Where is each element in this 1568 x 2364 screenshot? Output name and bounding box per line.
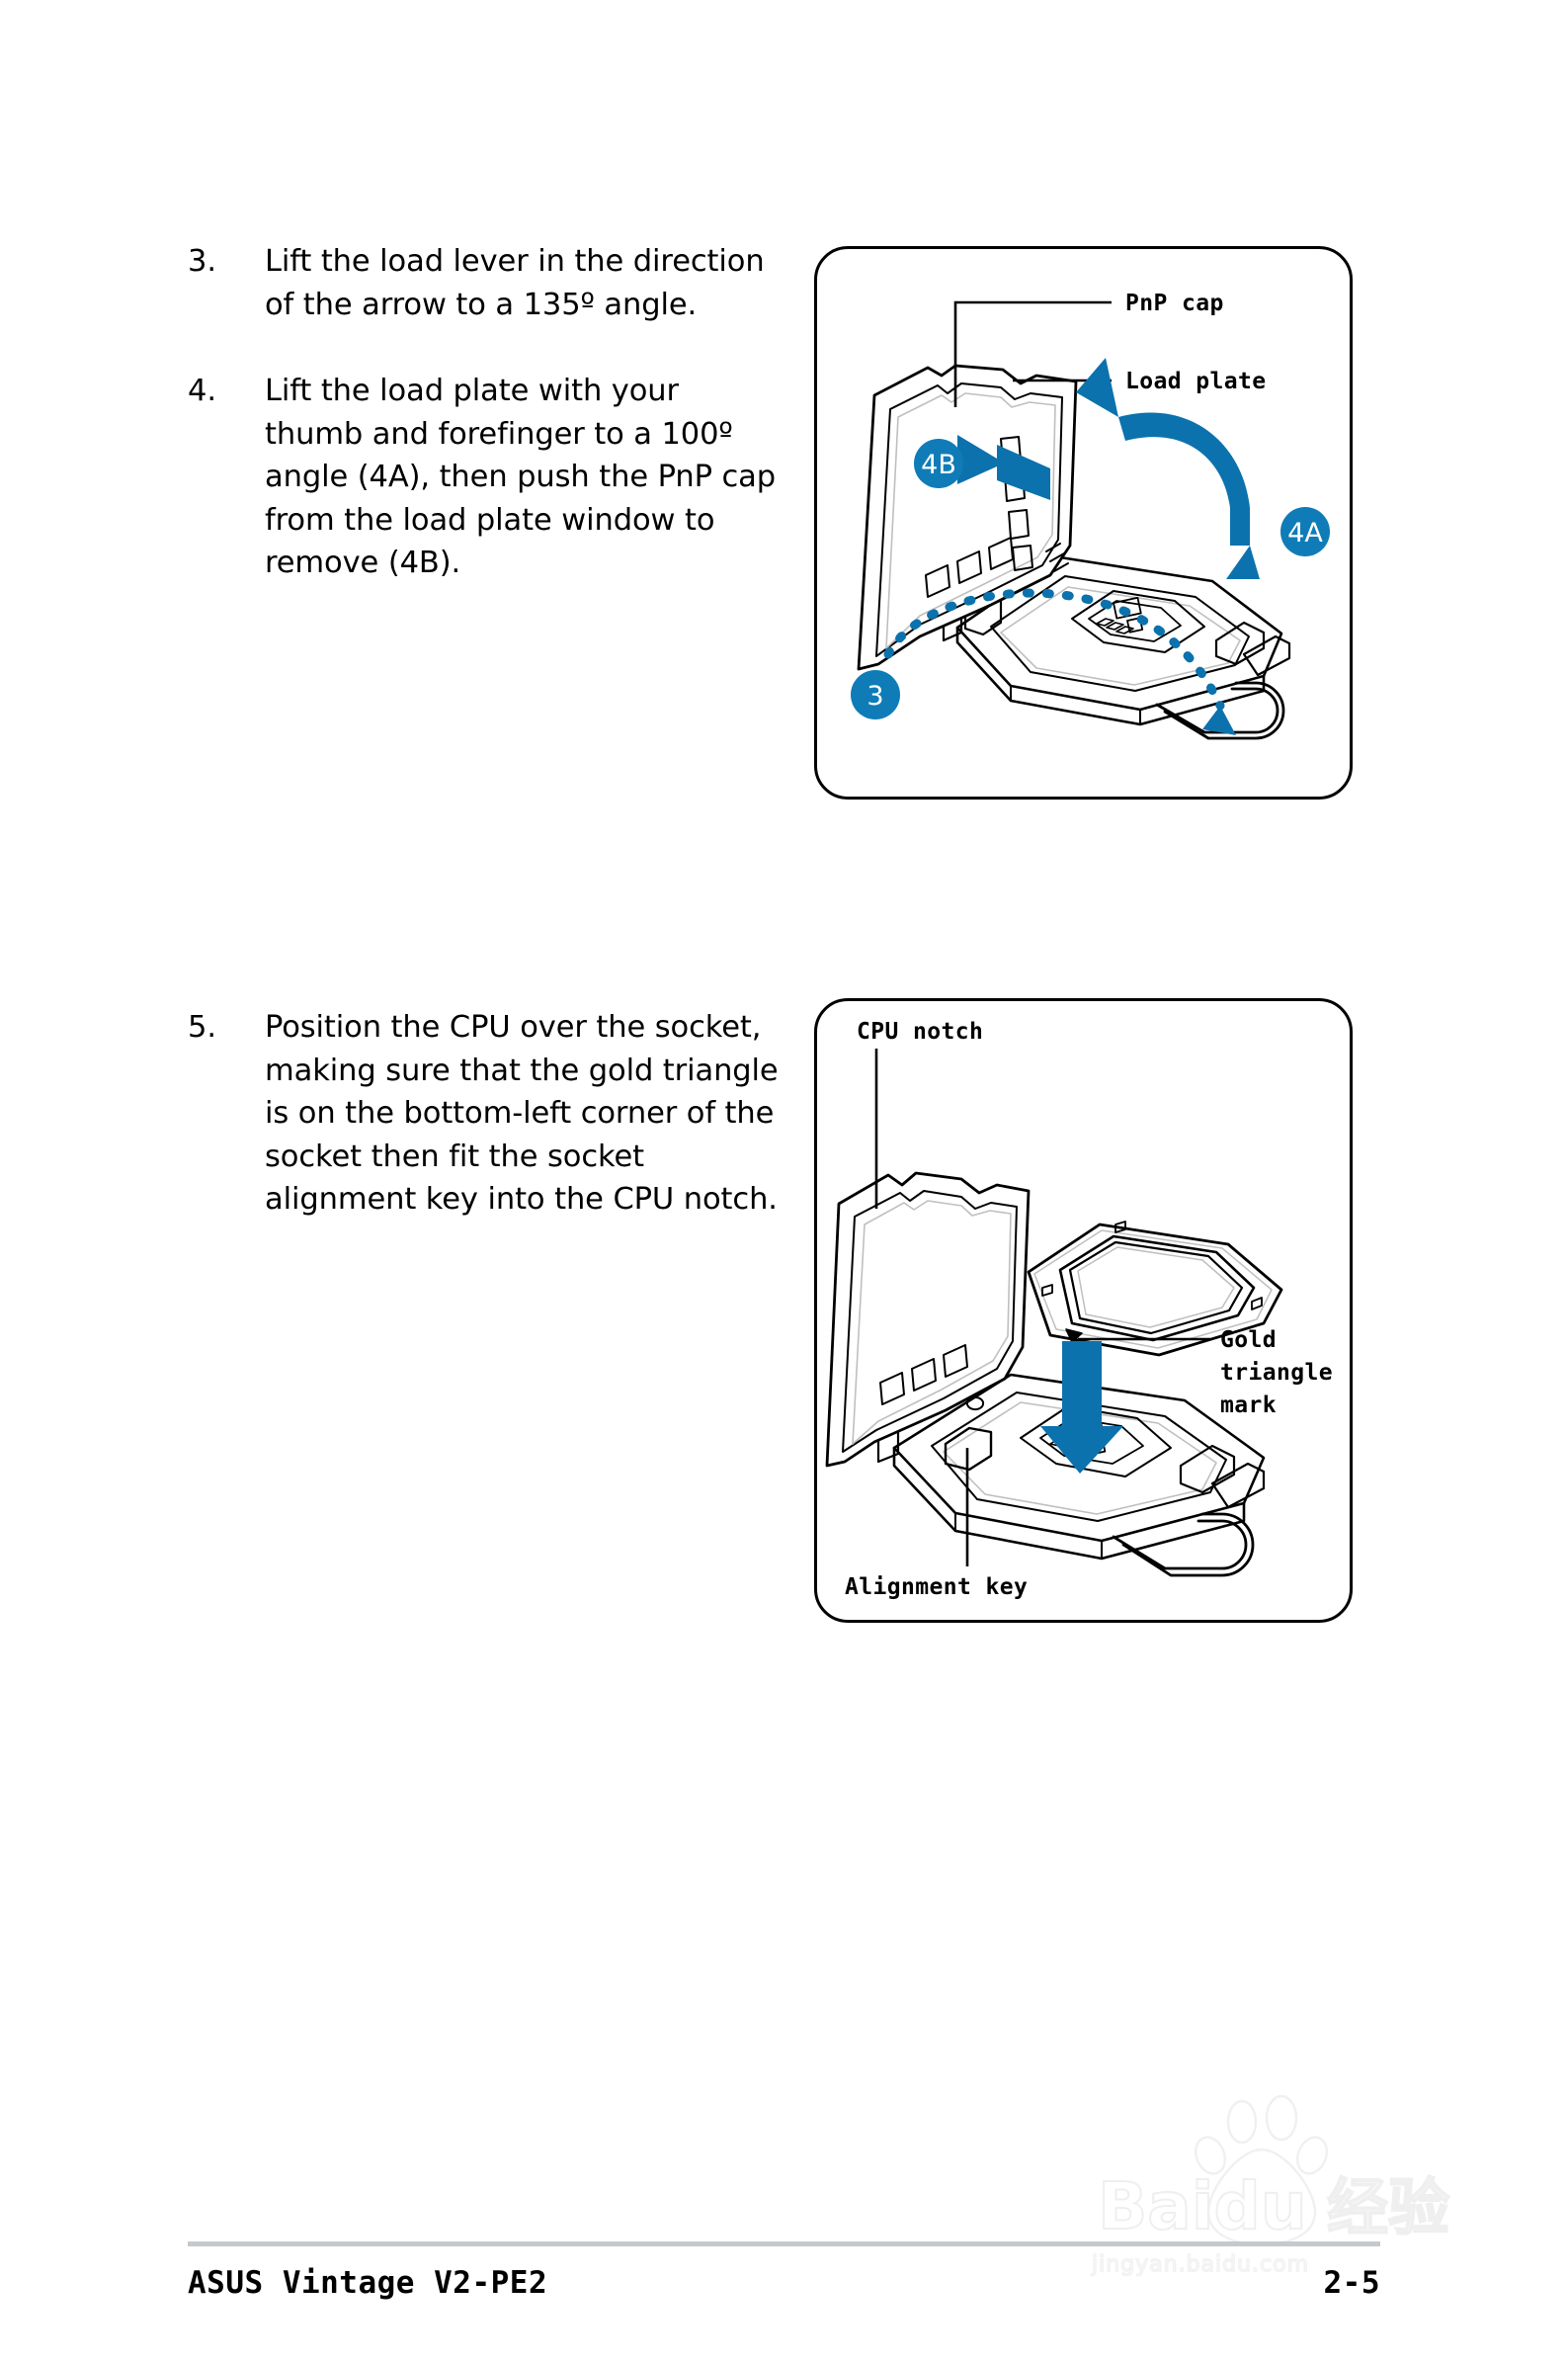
- leader-lines-2: [874, 1049, 1210, 1566]
- baidu-watermark-graphic: Baidu 经验 jingyan.baidu.com: [1090, 2094, 1450, 2278]
- label-alignment-key: Alignment key: [845, 1574, 1028, 1600]
- gold-triangle-mark-shape: [1065, 1328, 1083, 1343]
- figure-2-illustration: CPU notch Gold triangle mark Alignment k…: [825, 1019, 1333, 1600]
- leader-pnp-cap: [953, 300, 1112, 407]
- figure-1-illustration: 4B 4A 3 PnP cap Load plate: [851, 291, 1330, 740]
- baidu-watermark: Baidu 经验 jingyan.baidu.com: [1062, 2070, 1477, 2298]
- label-cpu-notch: CPU notch: [857, 1019, 983, 1045]
- step-number: 4.: [188, 374, 217, 408]
- figure-cpu-over-socket: CPU notch Gold triangle mark Alignment k…: [814, 998, 1353, 1623]
- rotation-arrow-4a: [1076, 358, 1260, 579]
- baidu-watermark-url: jingyan.baidu.com: [1091, 2252, 1309, 2277]
- callout-badge-3: 3: [851, 670, 900, 719]
- dotted-path-arrowhead: [1202, 706, 1236, 735]
- step-text: Position the CPU over the socket, making…: [265, 1010, 779, 1217]
- step-number: 5.: [188, 1010, 217, 1045]
- baidu-paw-icon: [1194, 2094, 1329, 2246]
- callout-badge-4b-label: 4B: [921, 450, 956, 480]
- alignment-key-shape: [944, 1426, 993, 1472]
- callout-badge-4a-label: 4A: [1287, 518, 1323, 549]
- label-gold-triangle-line-3: mark: [1220, 1393, 1277, 1418]
- insertion-arrow: [1040, 1341, 1123, 1474]
- label-pnp-cap: PnP cap: [1125, 291, 1224, 316]
- step-number: 3.: [188, 244, 217, 279]
- footer-product-title: ASUS Vintage V2-PE2: [188, 2265, 548, 2301]
- push-arrow-4b: [957, 435, 1050, 500]
- label-gold-triangle-line-1: Gold: [1220, 1327, 1277, 1353]
- step-item-5: 5. Position the CPU over the socket, mak…: [188, 1006, 781, 1222]
- step-item-4: 4. Lift the load plate with your thumb a…: [188, 370, 781, 585]
- step-item-3: 3. Lift the load lever in the direction …: [188, 240, 781, 326]
- baidu-jingyan-cn: 经验: [1327, 2171, 1449, 2243]
- socket-base: [942, 555, 1291, 740]
- cpu-package: [1027, 1221, 1283, 1357]
- instruction-steps-list-continued: 5. Position the CPU over the socket, mak…: [188, 1006, 781, 1265]
- label-load-plate: Load plate: [1125, 369, 1266, 394]
- footer-divider: [188, 2241, 1380, 2246]
- instruction-steps-list: 3. Lift the load lever in the direction …: [188, 240, 781, 629]
- callout-badge-3-label: 3: [867, 681, 883, 712]
- baidu-wordmark: Baidu: [1098, 2168, 1307, 2244]
- callout-badge-4a: 4A: [1280, 507, 1330, 556]
- step-text: Lift the load plate with your thumb and …: [265, 374, 777, 580]
- load-plate-open-2: [825, 1171, 1031, 1468]
- label-gold-triangle-line-2: triangle: [1220, 1360, 1333, 1386]
- footer-page-number: 2-5: [1323, 2265, 1380, 2301]
- step-text: Lift the load lever in the direction of …: [265, 244, 765, 322]
- callout-badge-4b: 4B: [914, 439, 963, 488]
- figure-load-plate-pnp-cap: 4B 4A 3 PnP cap Load plate: [814, 246, 1353, 800]
